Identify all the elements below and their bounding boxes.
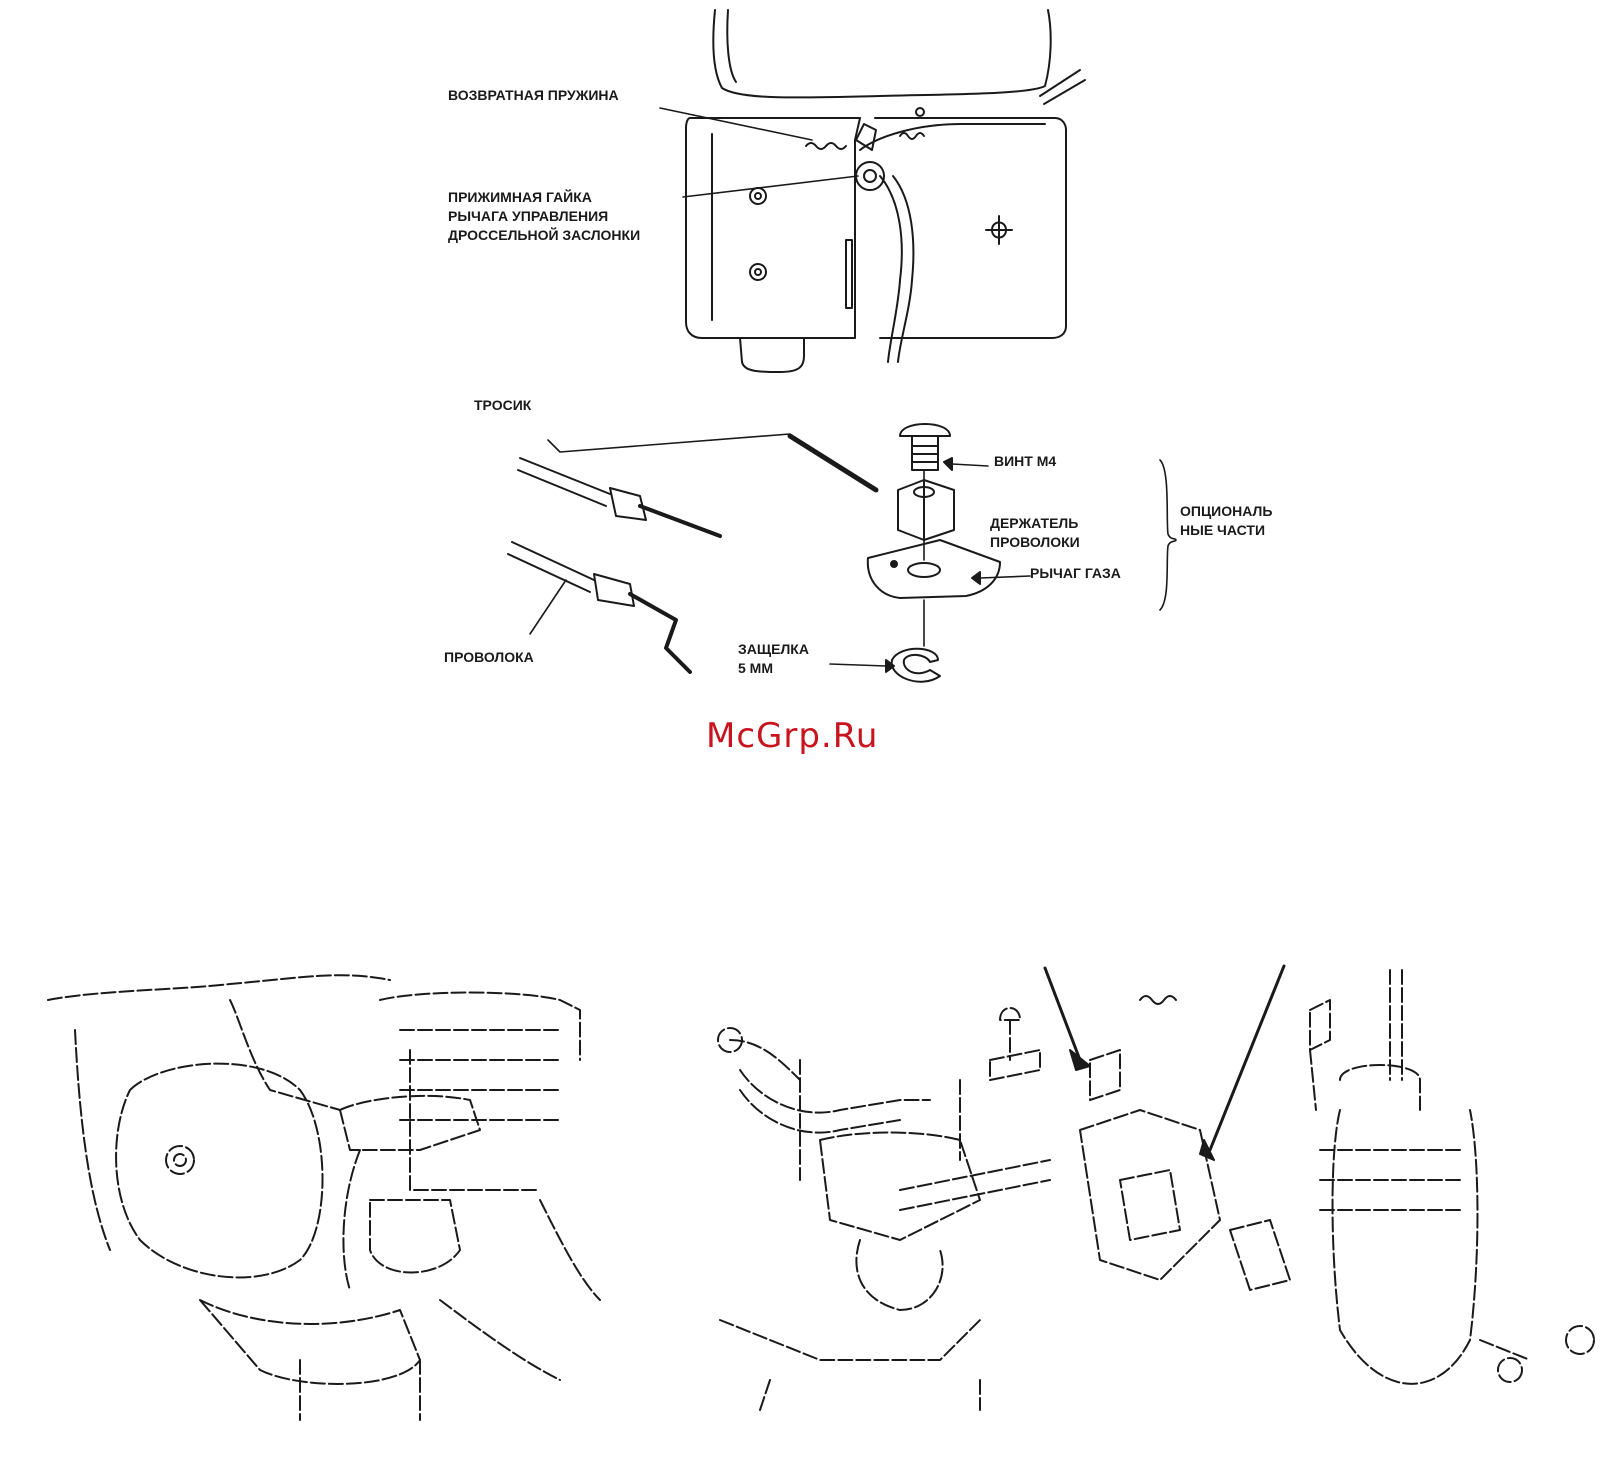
label-clamp-nut-line-1: ПРИЖИМНАЯ ГАЙКА xyxy=(448,188,592,207)
label-return-spring: ВОЗВРАТНАЯ ПРУЖИНА xyxy=(448,86,619,105)
engine-right-exploded-illustration xyxy=(718,970,1594,1410)
engine-left-illustration xyxy=(48,975,600,1420)
label-clip-line-1: ЗАЩЕЛКА xyxy=(738,640,809,659)
label-clamp-nut-line-3: ДРОССЕЛЬНОЙ ЗАСЛОНКИ xyxy=(448,226,640,245)
label-optional-parts-line-2: НЫЕ ЧАСТИ xyxy=(1180,521,1265,540)
label-clip-line-2: 5 ММ xyxy=(738,659,773,678)
label-throttle-lever: РЫЧАГ ГАЗА xyxy=(1030,564,1121,583)
label-clamp-nut-line-2: РЫЧАГА УПРАВЛЕНИЯ xyxy=(448,207,608,226)
label-wire-holder-line-2: ПРОВОЛОКИ xyxy=(990,533,1080,552)
label-wire-holder-line-1: ДЕРЖАТЕЛЬ xyxy=(990,514,1078,533)
throttle-parts-illustration xyxy=(508,424,1176,682)
label-optional-parts-line-1: ОПЦИОНАЛЬ xyxy=(1180,502,1272,521)
label-screw-m4: ВИНТ М4 xyxy=(994,452,1056,471)
label-cable: ТРОСИК xyxy=(474,396,531,415)
label-wire: ПРОВОЛОКА xyxy=(444,648,534,667)
watermark-text: McGrp.Ru xyxy=(706,716,878,756)
engine-panel-illustration xyxy=(660,10,1085,372)
